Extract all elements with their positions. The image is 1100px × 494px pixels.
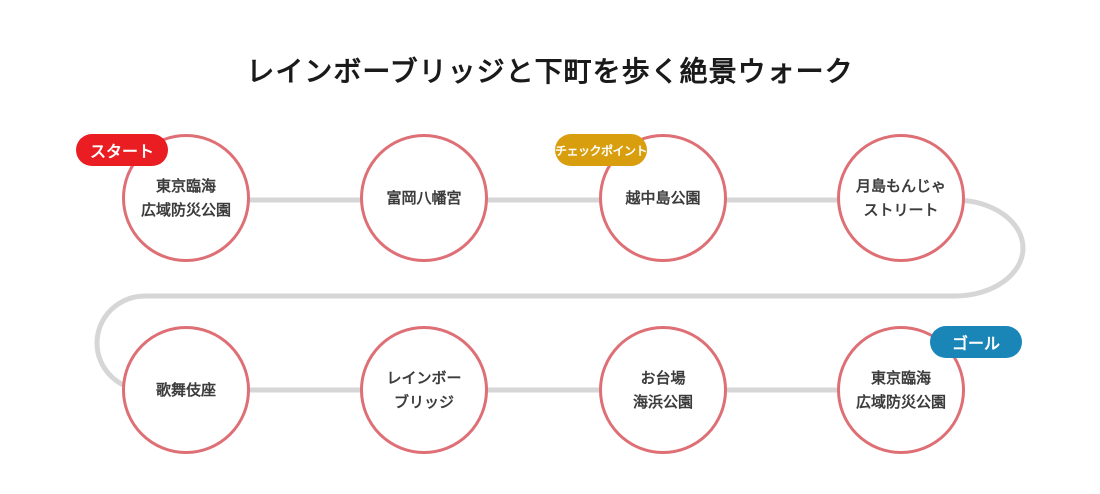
node-label: 東京臨海 広域防災公園 (140, 177, 231, 219)
page-title: レインボーブリッジと下町を歩く絶景ウォーク (246, 55, 854, 88)
route-node-rainbow-bridge[interactable]: レインボー ブリッジ (360, 326, 488, 454)
route-node-odaiba-seaside-park[interactable]: お台場 海浜公園 (599, 326, 727, 454)
node-label: 歌舞伎座 (155, 381, 216, 399)
node-label: 越中島公園 (625, 189, 701, 207)
node-label: 東京臨海 広域防災公園 (855, 369, 946, 411)
route-node-kabukiza[interactable]: 歌舞伎座 (122, 326, 250, 454)
node-label: レインボー ブリッジ (386, 369, 462, 411)
start-badge: スタート (76, 134, 168, 166)
route-node-tsukishima-monja[interactable]: 月島もんじゃ ストリート (837, 134, 965, 262)
node-label: お台場 海浜公園 (632, 369, 693, 411)
route-line (94, 197, 1026, 393)
goal-badge: ゴール (930, 326, 1022, 358)
route-node-tomioka-hachimangu[interactable]: 富岡八幡宮 (360, 134, 488, 262)
node-label: 富岡八幡宮 (386, 189, 462, 207)
node-label: 月島もんじゃ ストリート (855, 177, 946, 219)
checkpoint-badge: チェックポイント (555, 134, 648, 166)
